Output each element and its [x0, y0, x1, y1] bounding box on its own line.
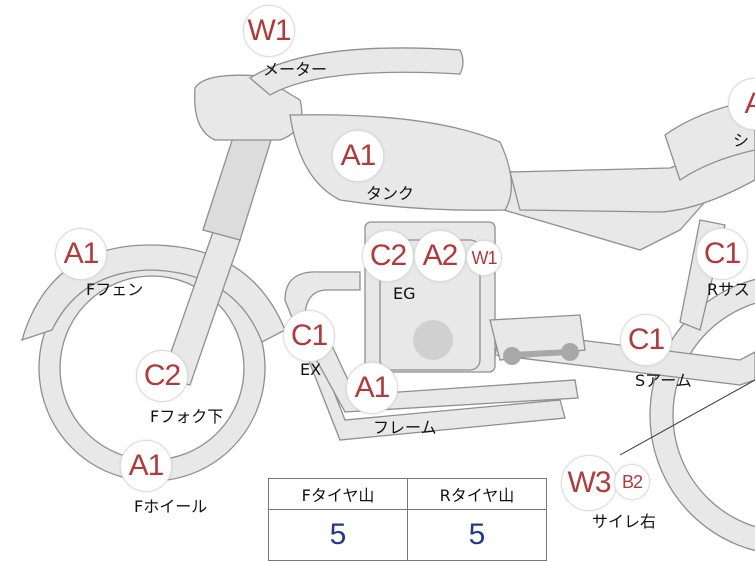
rear-suspension-label: Rサス — [707, 280, 750, 299]
rear-tire-header: Rタイヤ山 — [407, 478, 547, 510]
engine-subcode: W1 — [471, 247, 498, 268]
exhaust-label: EX — [300, 360, 322, 379]
seat-code: A — [744, 87, 755, 120]
front-fender-label: Fフェン — [86, 280, 144, 299]
meter-label: メーター — [263, 60, 328, 79]
frame-code-badge: A1 — [346, 362, 398, 414]
tank-label: タンク — [366, 184, 415, 203]
front-fork-code-badge: C2 — [136, 350, 188, 402]
tire-tread-table: Fタイヤ山 Rタイヤ山 5 5 — [268, 478, 547, 561]
front-fork-label: Fフォク下 — [150, 407, 224, 426]
front-tire-header: Fタイヤ山 — [268, 478, 408, 510]
rear-suspension-code: C1 — [703, 237, 741, 270]
silencer-subcode: B2 — [621, 471, 643, 492]
front-wheel-label: Fホイール — [134, 497, 208, 516]
engine-code-badge: A2 — [414, 230, 466, 282]
exhaust-code-badge: C1 — [283, 310, 335, 362]
tank-code-badge: A1 — [332, 130, 384, 182]
meter-code: W1 — [247, 14, 292, 47]
silencer-subcode-badge: B2 — [614, 464, 650, 500]
front-fork-code: C2 — [143, 359, 181, 392]
exhaust-code: C1 — [290, 319, 328, 352]
tank-code: A1 — [340, 139, 377, 172]
silencer-label: サイレ右 — [592, 512, 657, 531]
handlebar-shape — [248, 47, 464, 96]
front-fender-code: A1 — [63, 237, 100, 270]
silencer-leader-line — [619, 379, 755, 456]
silencer-code-badge: W3 — [561, 455, 617, 511]
swing-arm-code-badge: C1 — [620, 314, 672, 366]
seat-label: シ — [733, 131, 750, 150]
engine-c2-code: C2 — [369, 239, 407, 272]
meter-code-badge: W1 — [243, 5, 295, 57]
engine-c2-code-badge: C2 — [362, 230, 414, 282]
swing-arm-code: C1 — [627, 323, 665, 356]
rear-suspension-code-badge: C1 — [696, 228, 748, 280]
front-fender-code-badge: A1 — [55, 228, 107, 280]
rear-tire-value: 5 — [407, 509, 547, 561]
swing-arm-label: Sアーム — [635, 371, 692, 390]
engine-subcode-badge: W1 — [466, 240, 502, 276]
front-tire-value: 5 — [268, 509, 408, 561]
frame-code: A1 — [354, 371, 391, 404]
tire-table-header-row: Fタイヤ山 Rタイヤ山 — [268, 478, 547, 510]
engine-code: A2 — [422, 239, 459, 272]
engine-label: EG — [393, 284, 416, 303]
front-wheel-code-badge: A1 — [120, 440, 172, 492]
tire-table-value-row: 5 5 — [268, 509, 547, 561]
front-wheel-code: A1 — [128, 449, 165, 482]
silencer-code: W3 — [567, 466, 612, 499]
frame-label: フレーム — [373, 418, 437, 437]
